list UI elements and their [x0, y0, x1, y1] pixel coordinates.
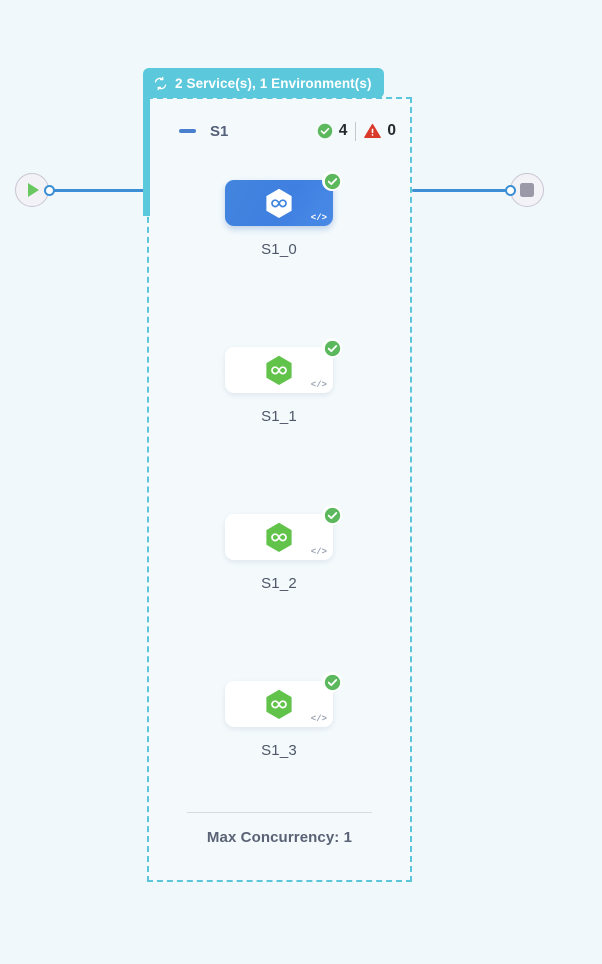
service-node-1[interactable]: </> S1_1 [225, 338, 342, 425]
node-status-badge [322, 672, 342, 692]
end-node-input-port[interactable] [505, 185, 516, 196]
group-footer: Max Concurrency: 1 [147, 812, 412, 846]
start-node[interactable] [15, 173, 49, 207]
status-success[interactable]: 4 [317, 122, 348, 140]
service-node-label: S1_0 [261, 241, 297, 258]
hexagon-infinity-icon [266, 689, 292, 719]
check-circle-icon [324, 507, 340, 523]
stop-icon [520, 183, 534, 197]
edge-group-to-end [412, 189, 512, 192]
service-node-label: S1_2 [261, 575, 297, 592]
group-header: S1 4 0 [147, 116, 412, 146]
service-node-label: S1_3 [261, 742, 297, 759]
code-icon[interactable]: </> [310, 714, 327, 724]
service-node-card[interactable]: </> [225, 672, 342, 727]
code-icon[interactable]: </> [310, 213, 327, 223]
sync-icon [154, 76, 167, 90]
group-badge-tail [143, 96, 150, 216]
check-circle-icon [324, 173, 340, 189]
check-circle-icon [317, 123, 332, 139]
code-icon[interactable]: </> [310, 547, 327, 557]
check-circle-icon [324, 674, 340, 690]
group-status-summary: 4 0 [317, 121, 396, 141]
start-node-output-port[interactable] [44, 185, 55, 196]
group-badge-label: 2 Service(s), 1 Environment(s) [175, 75, 372, 91]
group-badge[interactable]: 2 Service(s), 1 Environment(s) [143, 68, 384, 98]
play-icon [28, 183, 39, 197]
minus-icon[interactable] [179, 129, 196, 133]
service-node-card[interactable]: </> [225, 505, 342, 560]
group-title: S1 [210, 122, 229, 140]
status-success-count: 4 [338, 122, 348, 139]
hexagon-infinity-icon [266, 188, 292, 218]
hexagon-infinity-icon [266, 522, 292, 552]
footer-divider [187, 812, 372, 813]
max-concurrency-label: Max Concurrency: 1 [206, 829, 353, 846]
node-status-badge [322, 338, 342, 358]
service-node-card[interactable]: </> [225, 338, 342, 393]
service-node-3[interactable]: </> S1_3 [225, 672, 342, 759]
service-node-label: S1_1 [261, 408, 297, 425]
node-status-badge [322, 505, 342, 525]
service-node-card[interactable]: </> [225, 171, 342, 226]
service-group-container[interactable] [147, 97, 412, 882]
service-node-0[interactable]: </> S1_0 [225, 171, 342, 258]
service-node-2[interactable]: </> S1_2 [225, 505, 342, 592]
code-icon[interactable]: </> [310, 380, 327, 390]
check-circle-icon [324, 340, 340, 356]
status-error[interactable]: 0 [364, 122, 396, 140]
edge-start-to-group [48, 189, 148, 192]
status-divider [355, 121, 357, 141]
node-status-badge [322, 171, 342, 191]
warning-triangle-icon [364, 123, 382, 138]
status-error-count: 0 [387, 122, 396, 139]
hexagon-infinity-icon [266, 355, 292, 385]
